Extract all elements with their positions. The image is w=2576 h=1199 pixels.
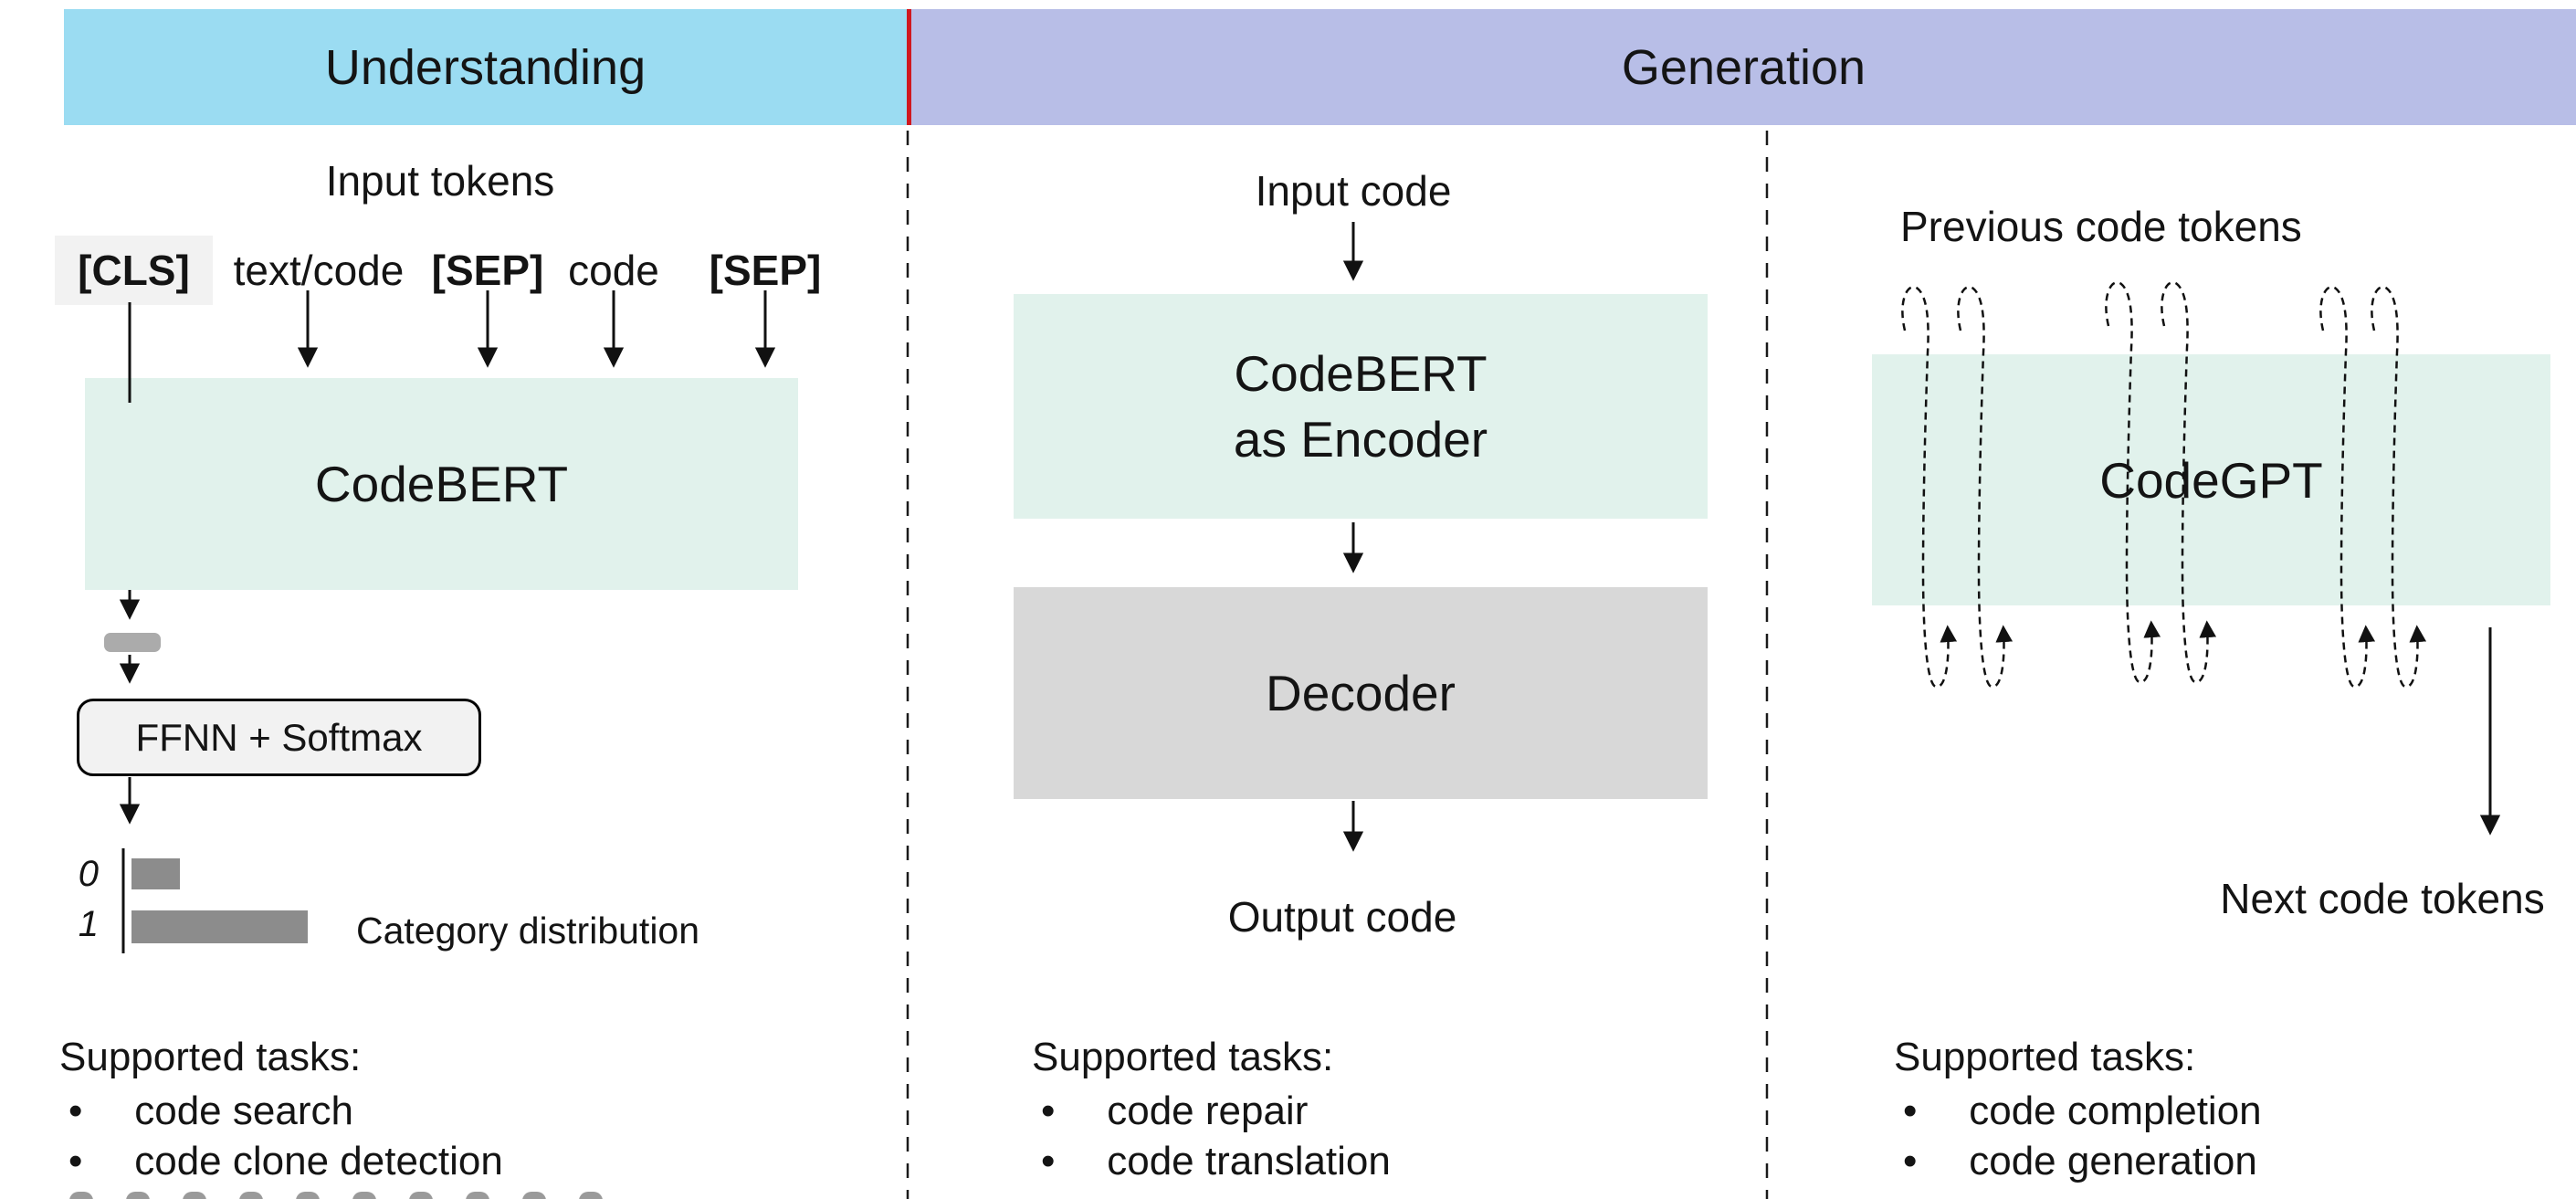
cls-vector-pill	[104, 633, 161, 652]
bullet-icon: •	[1903, 1139, 1918, 1183]
chart-label-0: 0	[78, 854, 99, 894]
next-code-tokens-label: Next code tokens	[2220, 875, 2545, 922]
bullet-icon: •	[1903, 1089, 1918, 1133]
red-divider-line	[907, 9, 911, 125]
left-task-item-2: • code clone detection	[68, 1139, 503, 1184]
codebert-encoder-box: CodeBERT as Encoder	[1014, 294, 1708, 519]
bullet-icon: •	[68, 1139, 83, 1183]
chart-caption: Category distribution	[356, 910, 700, 952]
right-task-2-label: code generation	[1969, 1139, 2257, 1183]
output-code-label: Output code	[1227, 893, 1457, 941]
right-tasks-block: Supported tasks:	[1894, 1035, 2195, 1080]
understanding-header-label: Understanding	[324, 39, 647, 95]
middle-tasks-block: Supported tasks:	[1032, 1035, 1333, 1080]
right-task-item-2: • code generation	[1903, 1139, 2257, 1184]
encoder-label-line1: CodeBERT	[1234, 345, 1488, 402]
chart-label-1: 1	[78, 904, 99, 944]
left-tasks-heading: Supported tasks:	[59, 1035, 362, 1079]
middle-task-item-2: • code translation	[1041, 1139, 1391, 1184]
bullet-icon: •	[1041, 1089, 1056, 1133]
token-sep-2: [SEP]	[709, 247, 822, 294]
middle-task-2-label: code translation	[1107, 1139, 1391, 1183]
generation-header: Generation	[911, 9, 2576, 125]
bullet-icon: •	[1041, 1139, 1056, 1183]
left-task-2-label: code clone detection	[134, 1139, 503, 1183]
chart-bar-0	[131, 858, 180, 889]
decoder-box: Decoder	[1014, 587, 1708, 799]
left-task-1-label: code search	[134, 1089, 353, 1133]
right-task-1-label: code completion	[1969, 1089, 2262, 1133]
token-sep-1: [SEP]	[431, 247, 544, 294]
generation-header-label: Generation	[1621, 39, 1866, 95]
codegpt-box-label: CodeGPT	[2099, 451, 2323, 509]
decoder-box-label: Decoder	[1266, 665, 1456, 721]
ffnn-softmax-box: FFNN + Softmax	[77, 699, 481, 776]
bullet-icon: •	[68, 1089, 83, 1133]
chart-bar-1	[131, 910, 308, 943]
left-task-item-1: • code search	[68, 1089, 353, 1134]
middle-task-item-1: • code repair	[1041, 1089, 1308, 1134]
token-cls: [CLS]	[55, 236, 213, 305]
left-tasks-block: Supported tasks:	[59, 1035, 361, 1080]
codebert-box-label: CodeBERT	[314, 456, 569, 512]
right-tasks-heading: Supported tasks:	[1894, 1035, 2196, 1079]
clipped-text-remnant	[69, 1192, 603, 1199]
token-code: code	[568, 247, 659, 294]
input-code-label: Input code	[1255, 167, 1452, 215]
ffnn-softmax-label: FFNN + Softmax	[135, 715, 423, 759]
codegpt-box: CodeGPT	[1872, 354, 2550, 605]
middle-tasks-heading: Supported tasks:	[1032, 1035, 1334, 1079]
encoder-label-line2: as Encoder	[1233, 411, 1488, 468]
input-tokens-title: Input tokens	[325, 157, 555, 205]
token-text-code: text/code	[233, 247, 405, 294]
middle-task-1-label: code repair	[1107, 1089, 1309, 1133]
codebert-box: CodeBERT	[85, 378, 798, 590]
right-task-item-1: • code completion	[1903, 1089, 2262, 1134]
previous-code-tokens-label: Previous code tokens	[1900, 203, 2302, 250]
understanding-header: Understanding	[64, 9, 907, 125]
